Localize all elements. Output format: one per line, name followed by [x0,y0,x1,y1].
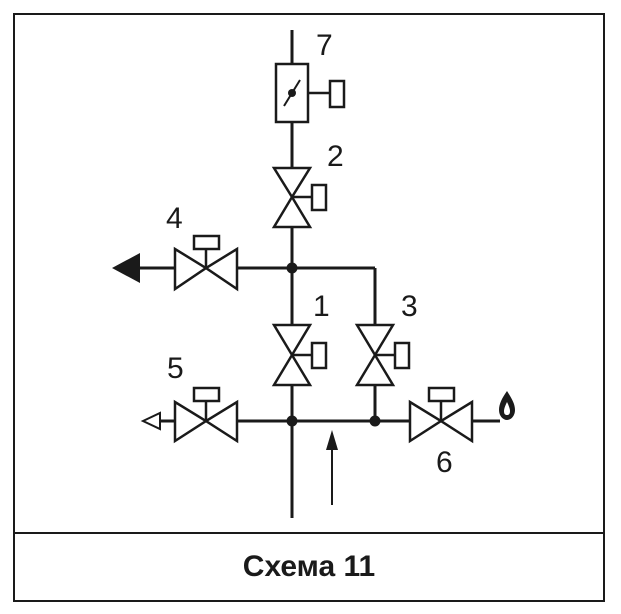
label-3: 3 [401,290,418,323]
label-5: 5 [167,352,184,385]
scheme-caption: Схема 11 [242,550,376,583]
junction-dot-lower-left [286,415,298,427]
valve-6 [408,386,474,444]
label-1: 1 [313,290,330,323]
valve-5 [173,386,239,444]
junction-dot-lower-right [369,415,381,427]
valve-2 [271,166,328,229]
outer-border [13,13,605,602]
valve-3 [354,323,411,387]
label-4: 4 [166,202,183,235]
flame-icon [499,391,515,420]
label-7: 7 [316,29,333,62]
inflow-arrow [326,430,338,505]
label-2: 2 [327,140,344,173]
outlet-arrow-filled [112,253,140,283]
valve-1 [271,323,328,387]
outlet-arrow-hollow [140,411,161,431]
junction-dot-upper [286,262,298,274]
device-7 [274,62,346,124]
valve-4 [173,234,239,292]
label-6: 6 [436,446,453,479]
